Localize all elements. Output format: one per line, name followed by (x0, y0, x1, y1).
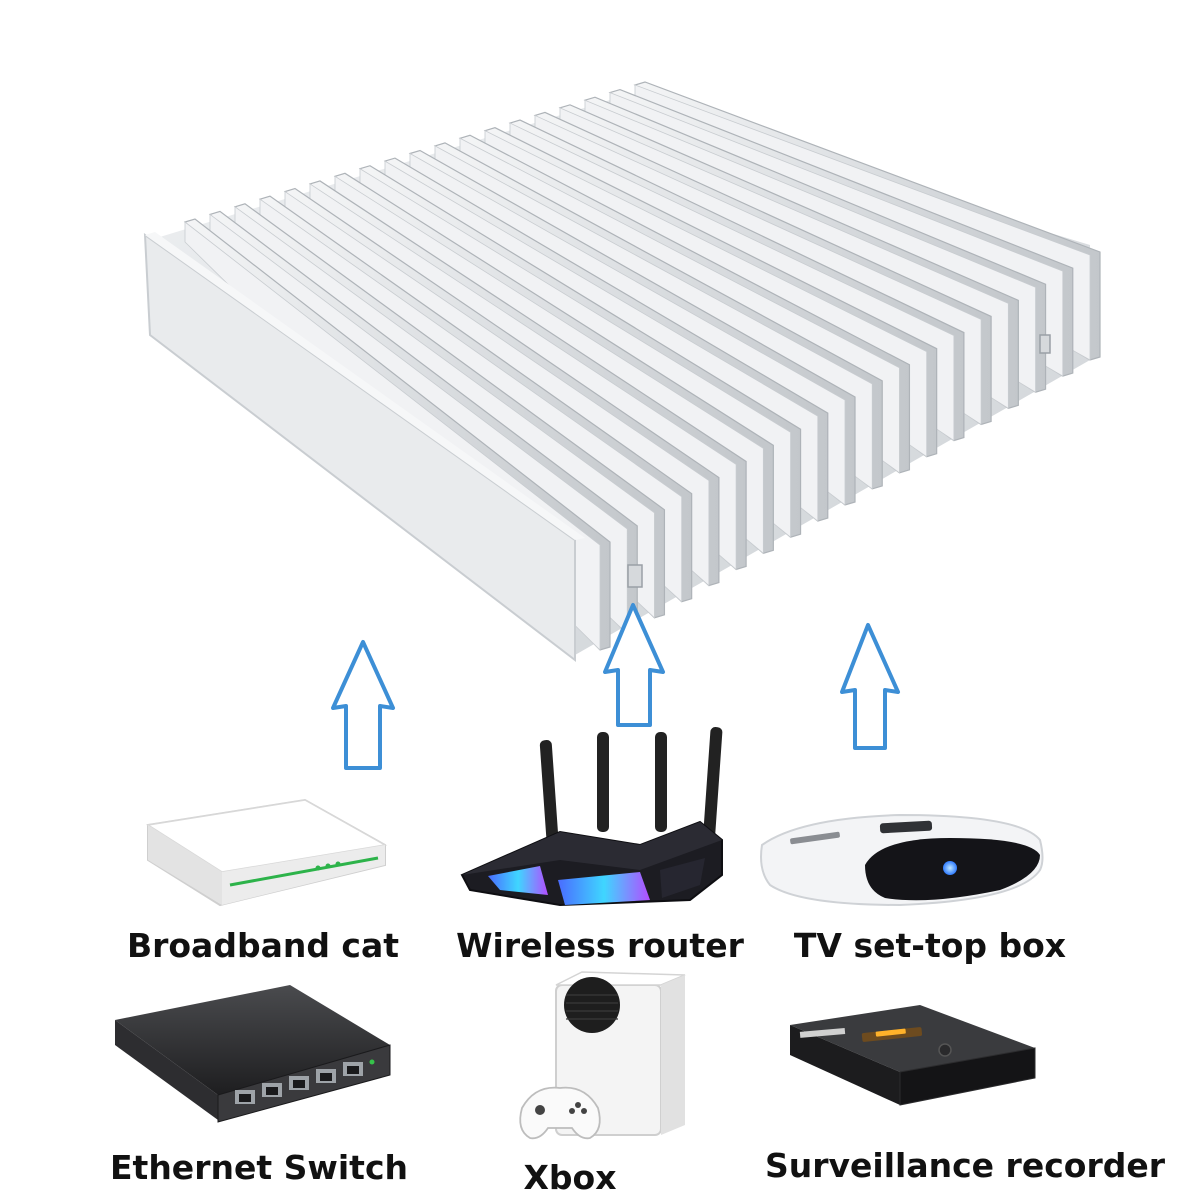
label-tv-set-top-box: TV set-top box (793, 926, 1067, 965)
ethernet-switch-icon (115, 985, 391, 1123)
heatsink-front-plate-top (145, 232, 585, 540)
label-ethernet-switch: Ethernet Switch (110, 1148, 408, 1187)
broadband-modem-icon (145, 798, 388, 907)
heatsink-image (143, 81, 1101, 663)
heatsink-fins (183, 81, 1101, 651)
wireless-router-icon (460, 727, 723, 907)
arrow-up-icon (603, 603, 665, 727)
label-wireless-router: Wireless router (456, 926, 744, 965)
label-broadband-cat: Broadband cat (126, 926, 400, 965)
arrow-up-icon (331, 640, 395, 770)
arrow-up-icon (840, 623, 900, 750)
label-surveillance-recorder: Surveillance recorder (765, 1146, 1165, 1185)
surveillance-recorder-icon (790, 1005, 1036, 1106)
heatsink-front-plate (143, 232, 576, 663)
label-xbox: Xbox (523, 1158, 617, 1197)
xbox-console-icon (519, 971, 686, 1140)
airflow-arrows (331, 603, 900, 770)
heatsink-notch-2 (1039, 334, 1051, 354)
heatsink-notch (627, 564, 643, 588)
set-top-box-icon (760, 813, 1044, 907)
